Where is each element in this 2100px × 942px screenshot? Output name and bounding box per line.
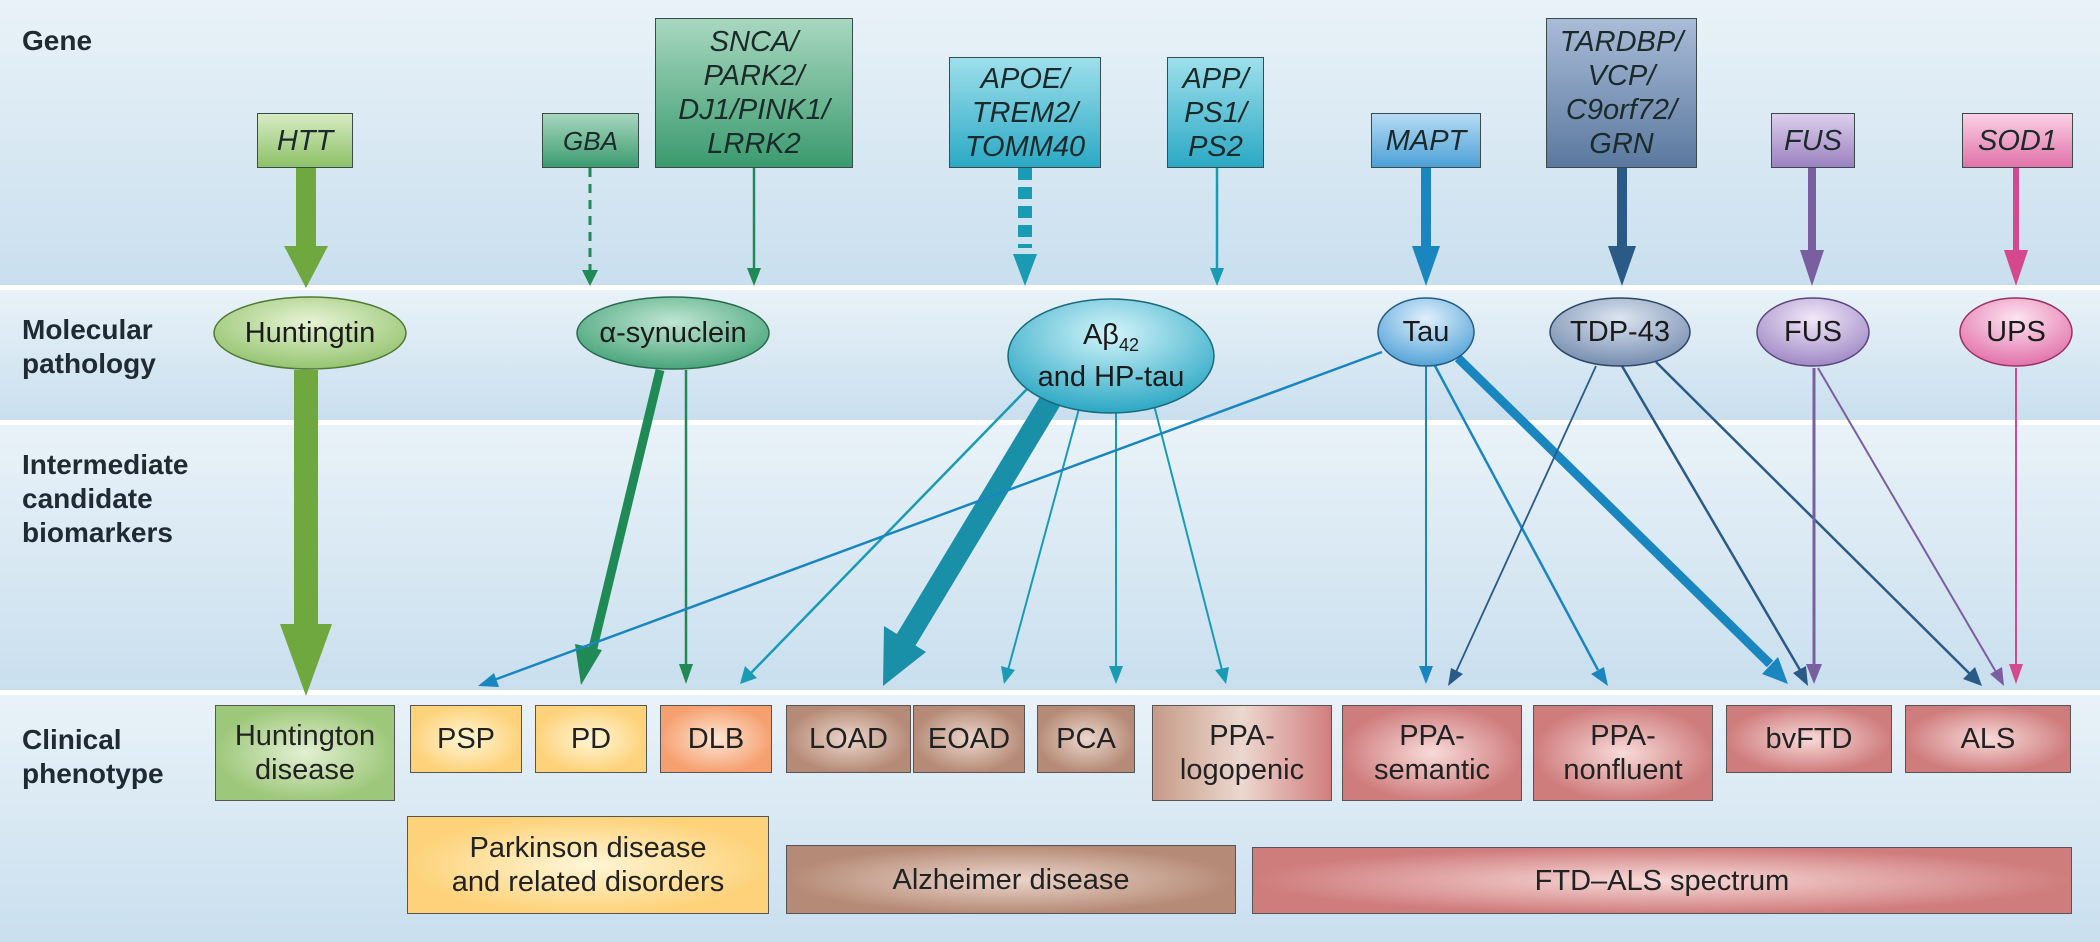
- abeta-to-eoad-head: [1001, 666, 1015, 684]
- fus-arrow-head: [1800, 250, 1824, 286]
- fus-to-als-shaft: [1817, 367, 1997, 673]
- row-label-molecular-pathology: Molecular pathology: [22, 314, 156, 379]
- abeta-to-dlb-shaft: [749, 387, 1029, 675]
- row-label-gene: Gene: [22, 25, 93, 56]
- gene-box-fills: [257, 18, 2073, 168]
- tardbp-arrow-head: [1608, 246, 1636, 286]
- huntingtin-to-hd-head: [280, 624, 332, 696]
- gene-gba: GBA: [542, 113, 639, 168]
- app-arrow-head: [1210, 268, 1224, 286]
- abeta-label-line1: Aβ42: [1082, 319, 1140, 355]
- pathology-node-fills: [213, 296, 2073, 414]
- node-huntingtin: Huntingtin: [244, 317, 376, 349]
- synuclein-to-dlb-head: [679, 664, 693, 684]
- tdp43-to-bvftd-shaft: [1620, 365, 1802, 671]
- abeta-to-logopenic-shaft: [1153, 404, 1223, 671]
- tdp43-to-semantic-head: [1448, 668, 1463, 686]
- tau-to-nonfluent-head: [1591, 667, 1608, 686]
- gene-tardbp-group: TARDBP/ VCP/ C9orf72/ GRN: [1546, 18, 1697, 168]
- tdp43-to-bvftd-head: [1793, 666, 1808, 686]
- gba-arrow-head: [582, 270, 598, 286]
- phenotype-ppa-logopenic: PPA- logopenic: [1152, 705, 1332, 801]
- abeta-to-logopenic-head: [1215, 667, 1229, 684]
- row-label-intermediate-biomarkers: Intermediate candidate biomarkers: [22, 449, 189, 548]
- synuclein-to-pd-head: [575, 644, 602, 685]
- gene-mapt: MAPT: [1371, 113, 1481, 168]
- tau-to-semantic-head: [1419, 666, 1433, 684]
- phenotype-fills: [215, 705, 2072, 914]
- node-abeta42-hp-tau: Aβ42 and HP-tau: [1008, 299, 1214, 413]
- mapt-arrow-head: [1412, 246, 1440, 286]
- htt-arrow-head: [284, 246, 328, 288]
- abeta-to-load-shaft: [896, 392, 1062, 646]
- apoe-arrow-head: [1013, 254, 1037, 286]
- group-ftd-als-spectrum: FTD–ALS spectrum: [1252, 847, 2072, 914]
- phenotype-eoad: EOAD: [913, 705, 1025, 773]
- phenotype-ppa-semantic: PPA- semantic: [1342, 705, 1522, 801]
- abeta-to-load-head: [883, 626, 926, 686]
- snca-arrow-head: [747, 268, 761, 286]
- ups-to-als-head: [2009, 664, 2023, 684]
- gene-apoe-group: APOE/ TREM2/ TOMM40: [949, 57, 1101, 168]
- fus-to-als-head: [1990, 667, 2004, 686]
- phenotype-bvftd: bvFTD: [1726, 705, 1892, 773]
- gene-htt: HTT: [257, 113, 353, 168]
- phenotype-pca: PCA: [1037, 705, 1135, 773]
- node-tdp43: TDP-43: [1570, 316, 1670, 348]
- gene-sod1: SOD1: [1962, 113, 2073, 168]
- abeta-to-eoad-shaft: [1007, 404, 1081, 671]
- node-ups: UPS: [1986, 316, 2046, 348]
- phenotype-huntington-disease: Huntington disease: [215, 705, 395, 801]
- node-alpha-synuclein: α-synuclein: [599, 317, 747, 349]
- tau-to-psp-shaft: [493, 350, 1383, 682]
- phenotype-pd: PD: [535, 705, 647, 773]
- gene-snca-group: SNCA/ PARK2/ DJ1/PINK1/ LRRK2: [655, 18, 853, 168]
- tau-to-psp-head: [478, 673, 499, 687]
- tau-to-bvftd-head: [1762, 657, 1788, 684]
- abeta-to-dlb-head: [740, 666, 757, 684]
- synuclein-to-pd-shaft: [587, 368, 665, 654]
- gene-fus: FUS: [1771, 113, 1855, 168]
- tau-to-bvftd-shaft: [1454, 354, 1774, 668]
- node-fus: FUS: [1784, 316, 1842, 348]
- row-label-clinical-phenotype: Clinical phenotype: [22, 724, 164, 789]
- tdp43-to-semantic-shaft: [1455, 365, 1597, 673]
- fus-to-bvftd-head: [1806, 664, 1822, 684]
- abeta-label-line2: and HP-tau: [1037, 360, 1185, 393]
- phenotype-psp: PSP: [410, 705, 522, 773]
- phenotype-als: ALS: [1905, 705, 2071, 773]
- pathology-arrows: [280, 350, 2023, 696]
- tdp43-to-als-head: [1963, 667, 1982, 686]
- gene-app-group: APP/ PS1/ PS2: [1167, 57, 1264, 168]
- group-parkinson: Parkinson disease and related disorders: [407, 816, 769, 914]
- tau-to-nonfluent-shaft: [1432, 363, 1600, 671]
- gene-arrows: [284, 168, 2028, 288]
- sod1-arrow-head: [2004, 250, 2028, 286]
- phenotype-ppa-nonfluent: PPA- nonfluent: [1533, 705, 1713, 801]
- node-tau: Tau: [1402, 316, 1450, 348]
- abeta-to-pca-head: [1109, 666, 1123, 684]
- phenotype-dlb: DLB: [660, 705, 772, 773]
- group-alzheimer: Alzheimer disease: [786, 845, 1236, 914]
- phenotype-load: LOAD: [786, 705, 911, 773]
